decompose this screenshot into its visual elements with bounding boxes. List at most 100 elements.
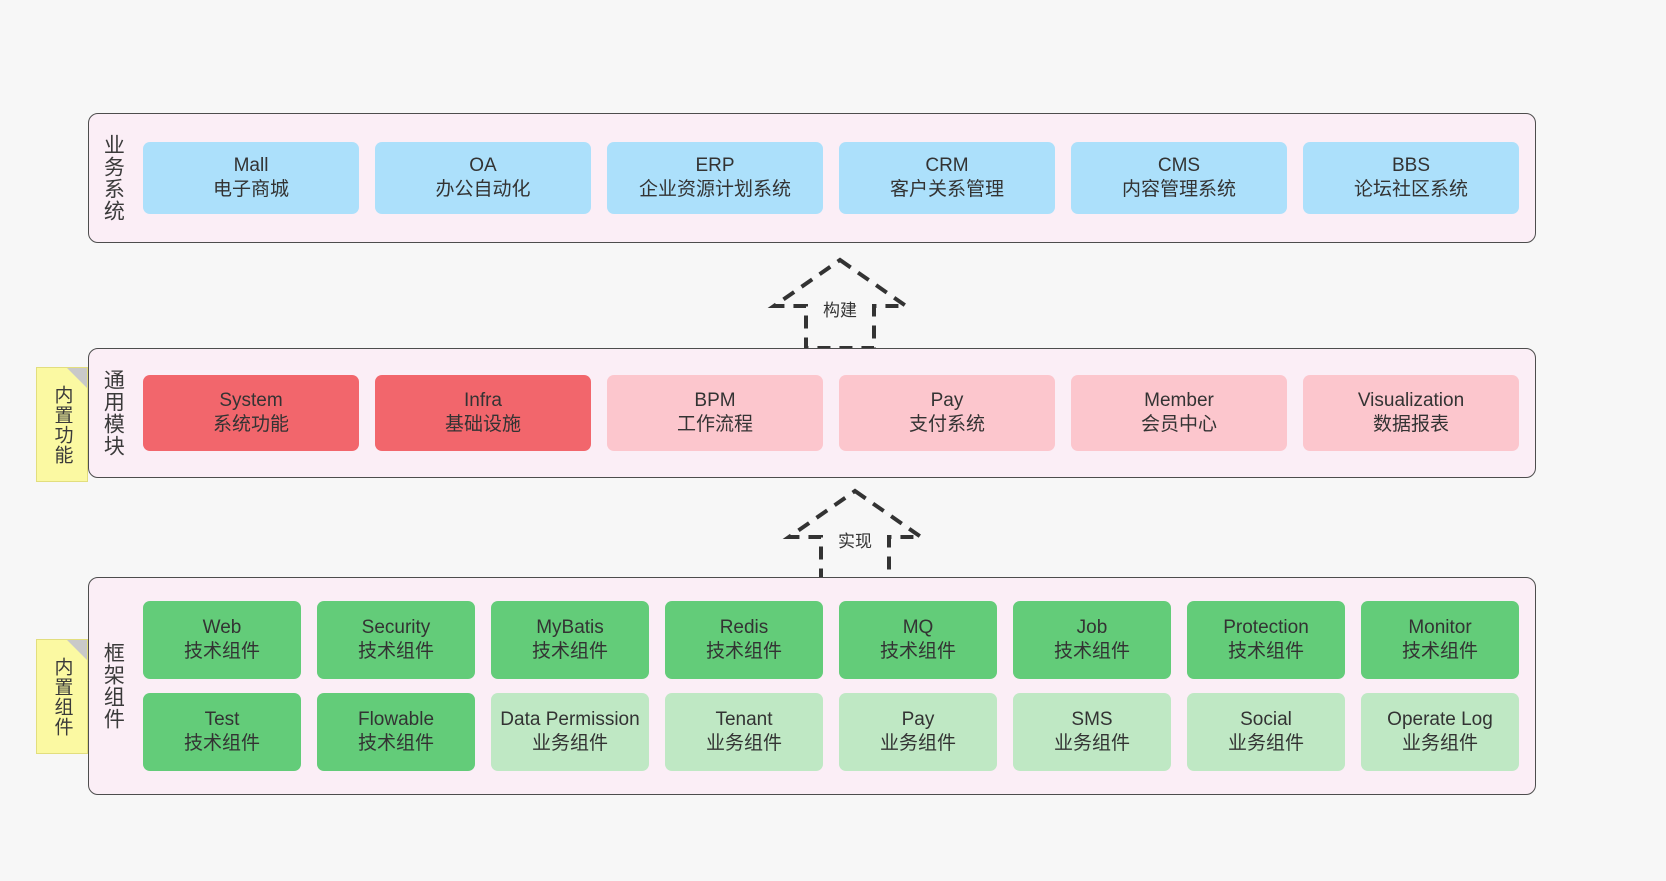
node-title: Monitor [1408, 616, 1472, 638]
node-title: BBS [1391, 154, 1431, 176]
node-title: Visualization [1357, 389, 1465, 411]
node-subtitle: 业务组件 [1401, 733, 1478, 754]
node-crm[interactable]: CRM 客户关系管理 [839, 142, 1055, 214]
node-infra[interactable]: Infra 基础设施 [375, 375, 591, 451]
node-title: Member [1144, 389, 1214, 411]
layer-body-framework-components: Web 技术组件 Security 技术组件 MyBatis 技术组件 Redi… [135, 578, 1535, 794]
node-subtitle: 技术组件 [357, 641, 434, 662]
node-pay[interactable]: Pay 支付系统 [839, 375, 1055, 451]
node-social[interactable]: Social 业务组件 [1187, 693, 1345, 771]
node-subtitle: 论坛社区系统 [1353, 179, 1468, 200]
node-title: CRM [925, 154, 969, 176]
node-job[interactable]: Job 技术组件 [1013, 601, 1171, 679]
node-system[interactable]: System 系统功能 [143, 375, 359, 451]
layer-title-common-modules: 通用模块 [101, 369, 125, 457]
node-subtitle: 业务组件 [531, 733, 608, 754]
node-subtitle: 技术组件 [1227, 641, 1304, 662]
note-label: 内置组件 [51, 656, 73, 737]
node-mall[interactable]: Mall 电子商城 [143, 142, 359, 214]
node-mybatis[interactable]: MyBatis 技术组件 [491, 601, 649, 679]
node-title: ERP [695, 154, 735, 176]
connector-realize: 实现 [775, 487, 935, 583]
node-title: Tenant [715, 708, 773, 730]
note-label: 内置功能 [51, 384, 73, 465]
node-title: System [219, 389, 283, 411]
node-pay-business[interactable]: Pay 业务组件 [839, 693, 997, 771]
node-subtitle: 技术组件 [183, 733, 260, 754]
node-subtitle: 企业资源计划系统 [638, 179, 791, 200]
node-title: Pay [930, 389, 964, 411]
node-title: MyBatis [536, 616, 604, 638]
node-subtitle: 技术组件 [357, 733, 434, 754]
node-subtitle: 技术组件 [531, 641, 608, 662]
node-subtitle: 技术组件 [705, 641, 782, 662]
node-title: Test [204, 708, 240, 730]
note-builtin-functions: 内置功能 [36, 367, 88, 482]
node-bbs[interactable]: BBS 论坛社区系统 [1303, 142, 1519, 214]
node-subtitle: 客户关系管理 [889, 179, 1004, 200]
node-subtitle: 数据报表 [1372, 414, 1449, 435]
node-title: Operate Log [1387, 708, 1493, 730]
node-protection[interactable]: Protection 技术组件 [1187, 601, 1345, 679]
cell-row: Web 技术组件 Security 技术组件 MyBatis 技术组件 Redi… [143, 601, 1519, 679]
node-subtitle: 业务组件 [705, 733, 782, 754]
node-operate-log[interactable]: Operate Log 业务组件 [1361, 693, 1519, 771]
connector-build: 构建 [760, 256, 920, 352]
node-subtitle: 支付系统 [908, 414, 985, 435]
node-title: Web [202, 616, 242, 638]
node-subtitle: 技术组件 [879, 641, 956, 662]
node-web[interactable]: Web 技术组件 [143, 601, 301, 679]
layer-title-business-systems: 业务系统 [101, 134, 125, 222]
node-bpm[interactable]: BPM 工作流程 [607, 375, 823, 451]
node-title: BPM [694, 389, 736, 411]
node-title: Social [1240, 708, 1292, 730]
node-tenant[interactable]: Tenant 业务组件 [665, 693, 823, 771]
layer-body-business-systems: Mall 电子商城 OA 办公自动化 ERP 企业资源计划系统 CRM 客户关系… [135, 114, 1535, 242]
node-subtitle: 技术组件 [1401, 641, 1478, 662]
node-test[interactable]: Test 技术组件 [143, 693, 301, 771]
note-builtin-components: 内置组件 [36, 639, 88, 754]
node-cms[interactable]: CMS 内容管理系统 [1071, 142, 1287, 214]
node-security[interactable]: Security 技术组件 [317, 601, 475, 679]
node-erp[interactable]: ERP 企业资源计划系统 [607, 142, 823, 214]
cell-row: Test 技术组件 Flowable 技术组件 Data Permission … [143, 693, 1519, 771]
node-title: Data Permission [500, 708, 640, 730]
layer-title-framework-components: 框架组件 [101, 642, 125, 730]
node-subtitle: 基础设施 [444, 414, 521, 435]
node-member[interactable]: Member 会员中心 [1071, 375, 1287, 451]
node-sms[interactable]: SMS 业务组件 [1013, 693, 1171, 771]
connector-realize-label: 实现 [836, 527, 874, 552]
node-title: Job [1076, 616, 1108, 638]
node-title: Infra [463, 389, 503, 411]
node-visualization[interactable]: Visualization 数据报表 [1303, 375, 1519, 451]
cell-row: Mall 电子商城 OA 办公自动化 ERP 企业资源计划系统 CRM 客户关系… [143, 142, 1519, 214]
node-redis[interactable]: Redis 技术组件 [665, 601, 823, 679]
layer-body-common-modules: System 系统功能 Infra 基础设施 BPM 工作流程 Pay 支付系统… [135, 349, 1535, 477]
node-subtitle: 业务组件 [879, 733, 956, 754]
node-subtitle: 内容管理系统 [1121, 179, 1236, 200]
node-monitor[interactable]: Monitor 技术组件 [1361, 601, 1519, 679]
cell-row: System 系统功能 Infra 基础设施 BPM 工作流程 Pay 支付系统… [143, 375, 1519, 451]
node-mq[interactable]: MQ 技术组件 [839, 601, 997, 679]
node-title: Redis [719, 616, 769, 638]
node-title: Mall [233, 154, 269, 176]
layer-framework-components: 框架组件 Web 技术组件 Security 技术组件 MyBatis 技术组件… [88, 577, 1536, 795]
node-title: Pay [901, 708, 935, 730]
layer-common-modules: 通用模块 System 系统功能 Infra 基础设施 BPM 工作流程 Pay… [88, 348, 1536, 478]
node-subtitle: 电子商城 [212, 179, 289, 200]
node-subtitle: 会员中心 [1140, 414, 1217, 435]
node-subtitle: 业务组件 [1227, 733, 1304, 754]
node-subtitle: 技术组件 [1053, 641, 1130, 662]
connector-build-label: 构建 [821, 296, 859, 321]
node-data-permission[interactable]: Data Permission 业务组件 [491, 693, 649, 771]
node-subtitle: 业务组件 [1053, 733, 1130, 754]
node-title: CMS [1157, 154, 1201, 176]
node-title: Flowable [357, 708, 435, 730]
node-title: Security [361, 616, 431, 638]
node-subtitle: 技术组件 [183, 641, 260, 662]
page-fold-icon [67, 368, 87, 388]
node-flowable[interactable]: Flowable 技术组件 [317, 693, 475, 771]
node-subtitle: 工作流程 [676, 414, 753, 435]
layer-business-systems: 业务系统 Mall 电子商城 OA 办公自动化 ERP 企业资源计划系统 CRM… [88, 113, 1536, 243]
node-oa[interactable]: OA 办公自动化 [375, 142, 591, 214]
